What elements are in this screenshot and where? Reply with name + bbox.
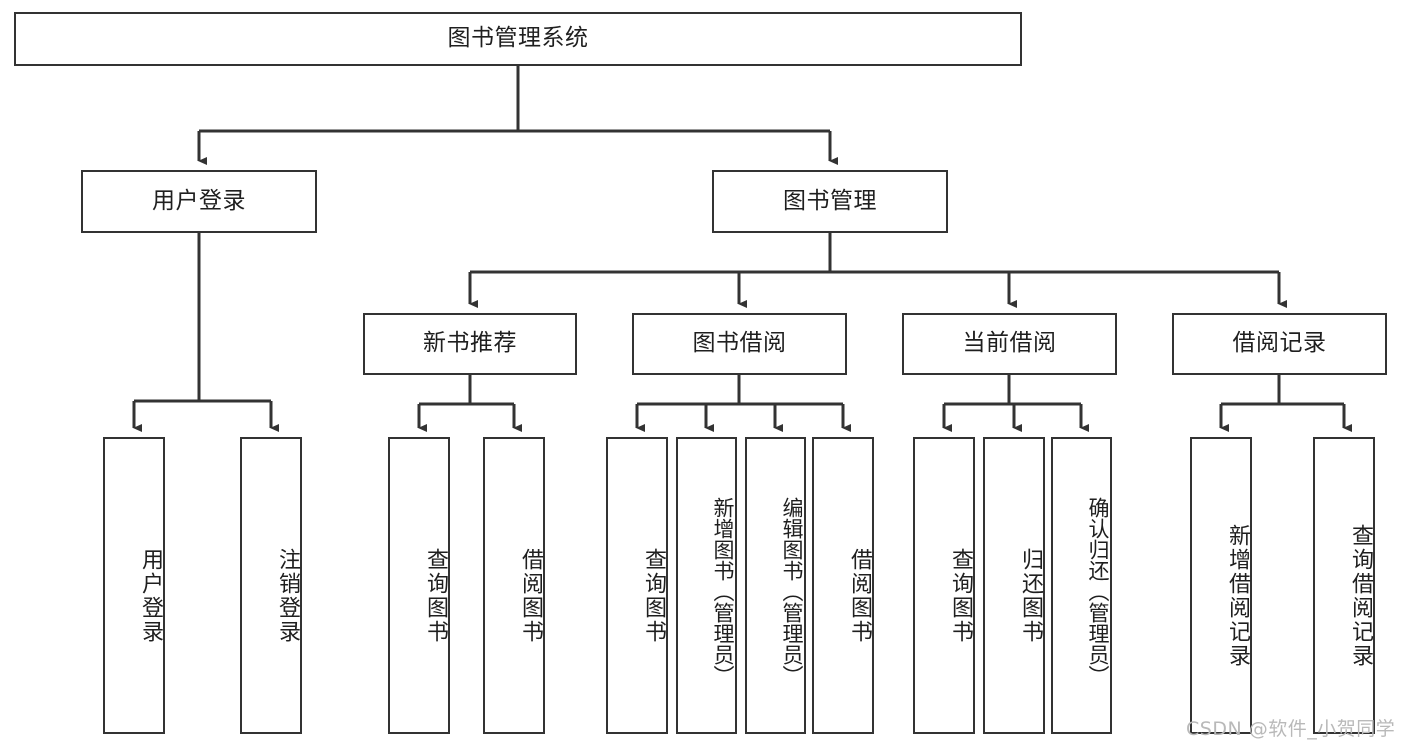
node-leaf-user-logout[interactable]: 注销登录: [240, 437, 302, 734]
node-new-book-recommend[interactable]: 新书推荐: [363, 313, 577, 375]
node-leaf-add-borrow-record[interactable]: 新增借阅记录: [1190, 437, 1252, 734]
node-leaf-borrow-book-label: 借阅图书: [847, 547, 872, 644]
node-leaf-borrow-book[interactable]: 借阅图书: [812, 437, 874, 734]
node-book-management-label: 图书管理: [783, 187, 877, 214]
node-leaf-query-book-borrow[interactable]: 查询图书: [606, 437, 668, 734]
node-borrow-record[interactable]: 借阅记录: [1172, 313, 1387, 375]
node-book-management[interactable]: 图书管理: [712, 170, 948, 233]
node-current-borrow-label: 当前借阅: [962, 330, 1057, 357]
node-leaf-return-book[interactable]: 归还图书: [983, 437, 1045, 734]
node-leaf-borrow-book-recommend-label: 借阅图书: [518, 547, 543, 644]
node-leaf-edit-book-admin-label: 编辑图书（管理员）: [780, 497, 804, 686]
node-leaf-user-login-label: 用户登录: [138, 547, 163, 644]
node-user-login-label: 用户登录: [152, 187, 246, 214]
node-leaf-query-book-borrow-label: 查询图书: [641, 547, 666, 644]
node-leaf-add-borrow-record-label: 新增借阅记录: [1225, 523, 1250, 668]
node-leaf-edit-book-admin[interactable]: 编辑图书（管理员）: [745, 437, 806, 734]
node-leaf-query-book-current[interactable]: 查询图书: [913, 437, 975, 734]
node-leaf-user-logout-label: 注销登录: [275, 547, 300, 644]
node-new-book-recommend-label: 新书推荐: [423, 330, 517, 357]
node-leaf-query-borrow-record[interactable]: 查询借阅记录: [1313, 437, 1375, 734]
node-current-borrow[interactable]: 当前借阅: [902, 313, 1117, 375]
node-borrow-record-label: 借阅记录: [1232, 330, 1327, 357]
node-leaf-add-book-admin-label: 新增图书（管理员）: [711, 497, 735, 686]
node-user-login[interactable]: 用户登录: [81, 170, 317, 233]
node-leaf-add-book-admin[interactable]: 新增图书（管理员）: [676, 437, 737, 734]
node-leaf-return-book-label: 归还图书: [1018, 547, 1043, 644]
node-book-borrow-label: 图书借阅: [692, 330, 787, 357]
node-leaf-borrow-book-recommend[interactable]: 借阅图书: [483, 437, 545, 734]
node-leaf-confirm-return-admin[interactable]: 确认归还（管理员）: [1051, 437, 1112, 734]
node-leaf-query-book-recommend[interactable]: 查询图书: [388, 437, 450, 734]
node-leaf-query-borrow-record-label: 查询借阅记录: [1348, 523, 1373, 668]
node-leaf-query-book-recommend-label: 查询图书: [423, 547, 448, 644]
node-root-label: 图书管理系统: [447, 25, 589, 52]
node-leaf-confirm-return-admin-label: 确认归还（管理员）: [1086, 497, 1110, 686]
node-book-borrow[interactable]: 图书借阅: [632, 313, 847, 375]
node-root[interactable]: 图书管理系统: [14, 12, 1022, 66]
node-leaf-user-login[interactable]: 用户登录: [103, 437, 165, 734]
node-leaf-query-book-current-label: 查询图书: [948, 547, 973, 644]
csdn-watermark: CSDN @软件_小贺同学: [1186, 718, 1396, 740]
